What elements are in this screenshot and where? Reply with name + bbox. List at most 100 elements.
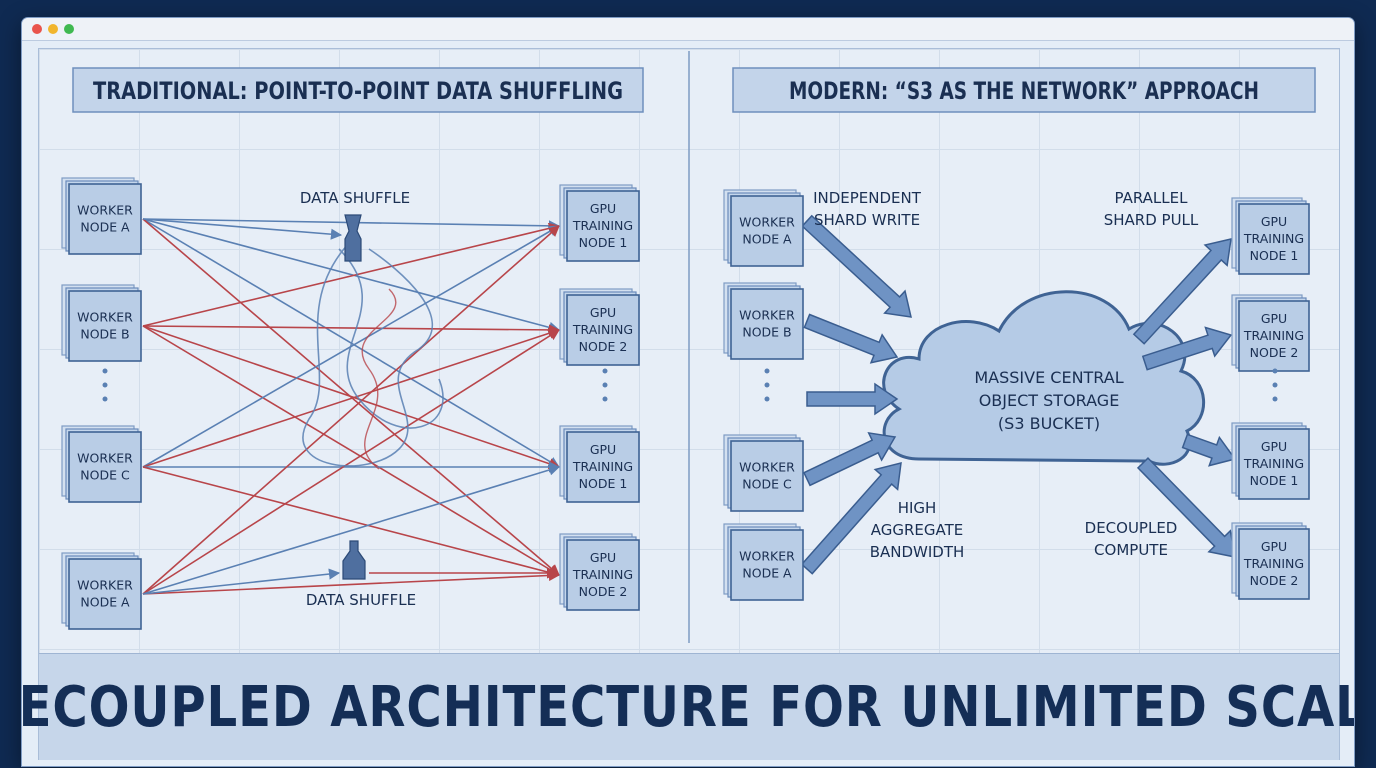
cloud-line-3: (S3 BUCKET) — [998, 414, 1100, 433]
right-gpu-node-1-label-3: NODE 1 — [1250, 248, 1299, 263]
arrow-worker-a2-to-cloud — [800, 462, 902, 575]
left-gpu-node-1-label-1: GPU — [590, 201, 616, 216]
bottom-banner: DECOUPLED ARCHITECTURE FOR UNLIMITED SCA… — [22, 653, 1354, 760]
arrow-worker-b-to-cloud — [803, 313, 899, 364]
shuffle-line-w2-g4 — [142, 325, 560, 576]
label-independent-shard-write: INDEPENDENT SHARD WRITE — [813, 189, 922, 229]
right-gpu-node-1: GPU TRAINING NODE 1 — [1231, 197, 1310, 275]
right-gpu-node-2-label-1: GPU — [1261, 311, 1287, 326]
maximize-window-button[interactable] — [64, 24, 74, 34]
arrow-cloud-to-gpu-3 — [1181, 433, 1237, 467]
left-gpu-node-4: GPU TRAINING NODE 2 — [559, 533, 640, 611]
left-gpu-ellipsis — [602, 368, 608, 402]
left-gpu-node-2-label-2: TRAINING — [572, 322, 633, 337]
shuffle-line-w4-g2 — [142, 329, 560, 595]
data-shuffle-top: DATA SHUFFLE — [300, 189, 410, 262]
banner-title: DECOUPLED ARCHITECTURE FOR UNLIMITED SCA… — [22, 674, 1354, 740]
arrow-cloud-to-gpu-1 — [1132, 238, 1232, 345]
label-decoupled-compute: DECOUPLED COMPUTE — [1085, 519, 1178, 559]
right-title-box: MODERN: “S3 AS THE NETWORK” APPROACH — [732, 67, 1316, 113]
right-gpu-node-2-label-3: NODE 2 — [1250, 345, 1299, 360]
shuffle-line-w4-g4 — [142, 569, 561, 595]
svg-text:INDEPENDENT: INDEPENDENT — [813, 189, 922, 207]
shuffle-line-w4-g3 — [142, 464, 561, 595]
app-window: TRADITIONAL: POINT-TO-POINT DATA SHUFFLI… — [22, 18, 1354, 766]
right-gpu-node-4-label-2: TRAINING — [1243, 556, 1304, 571]
architecture-diagram: TRADITIONAL: POINT-TO-POINT DATA SHUFFLI… — [61, 51, 1316, 643]
right-gpu-node-1-label-1: GPU — [1261, 214, 1287, 229]
shuffle-line-w1-g2 — [142, 218, 561, 333]
right-gpu-node-2-label-2: TRAINING — [1243, 328, 1304, 343]
svg-text:AGGREGATE: AGGREGATE — [871, 521, 964, 539]
right-gpu-ellipsis — [1272, 368, 1278, 402]
left-worker-node-3: WORKER NODE C — [61, 425, 142, 503]
right-gpu-node-2: GPU TRAINING NODE 2 — [1231, 294, 1310, 372]
right-worker-node-2-label-2: NODE B — [742, 325, 791, 340]
left-worker-node-2-label-1: WORKER — [77, 310, 133, 325]
svg-text:SHARD WRITE: SHARD WRITE — [814, 211, 920, 229]
arrow-cloud-to-gpu-2 — [1141, 326, 1233, 371]
line-to-shuffle-bottom — [142, 568, 341, 595]
right-gpu-node-3-label-3: NODE 1 — [1250, 473, 1299, 488]
shuffle-line-w2-g2 — [142, 324, 561, 336]
left-gpu-node-4-label-3: NODE 2 — [579, 584, 628, 599]
right-gpu-node-1-label-2: TRAINING — [1243, 231, 1304, 246]
shuffle-tangle — [302, 242, 444, 467]
left-worker-node-3-label-2: NODE C — [80, 468, 130, 483]
left-gpu-node-2-label-3: NODE 2 — [579, 339, 628, 354]
arrow-worker-a-to-cloud — [801, 214, 912, 318]
svg-text:BANDWIDTH: BANDWIDTH — [870, 543, 965, 561]
right-worker-node-1-label-2: NODE A — [742, 232, 792, 247]
shuffle-tangle-red — [361, 288, 397, 470]
left-worker-node-1-label-2: NODE A — [80, 220, 130, 235]
close-window-button[interactable] — [32, 24, 42, 34]
label-high-aggregate-bandwidth: HIGH AGGREGATE BANDWIDTH — [870, 499, 965, 561]
left-gpu-node-3-label-2: TRAINING — [572, 459, 633, 474]
diagram-canvas: TRADITIONAL: POINT-TO-POINT DATA SHUFFLI… — [22, 48, 1354, 760]
right-worker-node-3-label-2: NODE C — [742, 477, 792, 492]
left-worker-node-3-label-1: WORKER — [77, 451, 133, 466]
shuffle-line-w3-g2 — [142, 327, 561, 468]
right-worker-node-2: WORKER NODE B — [723, 282, 804, 360]
right-panel-title: MODERN: “S3 AS THE NETWORK” APPROACH — [789, 77, 1259, 105]
svg-text:HIGH: HIGH — [898, 499, 937, 517]
cloud-line-2: OBJECT STORAGE — [979, 391, 1120, 410]
arrow-worker-ellipsis-to-cloud — [806, 382, 899, 416]
data-shuffle-bottom: DATA SHUFFLE — [306, 540, 416, 609]
right-worker-node-1: WORKER NODE A — [723, 189, 804, 267]
left-gpu-node-1-label-3: NODE 1 — [579, 235, 628, 250]
left-gpu-node-3-label-3: NODE 1 — [579, 476, 628, 491]
shuffle-connections — [142, 218, 561, 595]
line-to-shuffle-top — [142, 218, 343, 240]
right-gpu-node-3-label-1: GPU — [1261, 439, 1287, 454]
svg-text:PARALLEL: PARALLEL — [1115, 189, 1189, 207]
right-worker-ellipsis — [764, 368, 770, 402]
left-gpu-node-3-label-1: GPU — [590, 442, 616, 457]
minimize-window-button[interactable] — [48, 24, 58, 34]
right-worker-node-4: WORKER NODE A — [723, 523, 804, 601]
left-title-box: TRADITIONAL: POINT-TO-POINT DATA SHUFFLI… — [72, 67, 644, 113]
left-gpu-node-4-label-1: GPU — [590, 550, 616, 565]
right-worker-node-4-label-1: WORKER — [739, 549, 795, 564]
right-worker-node-2-label-1: WORKER — [739, 308, 795, 323]
right-worker-node-1-label-1: WORKER — [739, 215, 795, 230]
window-titlebar — [22, 18, 1354, 41]
left-worker-node-2: WORKER NODE B — [61, 284, 142, 362]
right-gpu-node-4-label-3: NODE 2 — [1250, 573, 1299, 588]
svg-text:DECOUPLED: DECOUPLED — [1085, 519, 1178, 537]
shuffle-line-w4-g1 — [142, 225, 560, 595]
arrow-worker-c-to-cloud — [802, 431, 897, 487]
left-worker-node-2-label-2: NODE B — [80, 327, 129, 342]
label-parallel-shard-pull: PARALLEL SHARD PULL — [1104, 189, 1199, 229]
left-gpu-node-4-label-2: TRAINING — [572, 567, 633, 582]
shuffle-line-w3-g4 — [142, 466, 561, 578]
right-worker-node-4-label-2: NODE A — [742, 566, 792, 581]
shuffle-label-top: DATA SHUFFLE — [300, 189, 410, 207]
